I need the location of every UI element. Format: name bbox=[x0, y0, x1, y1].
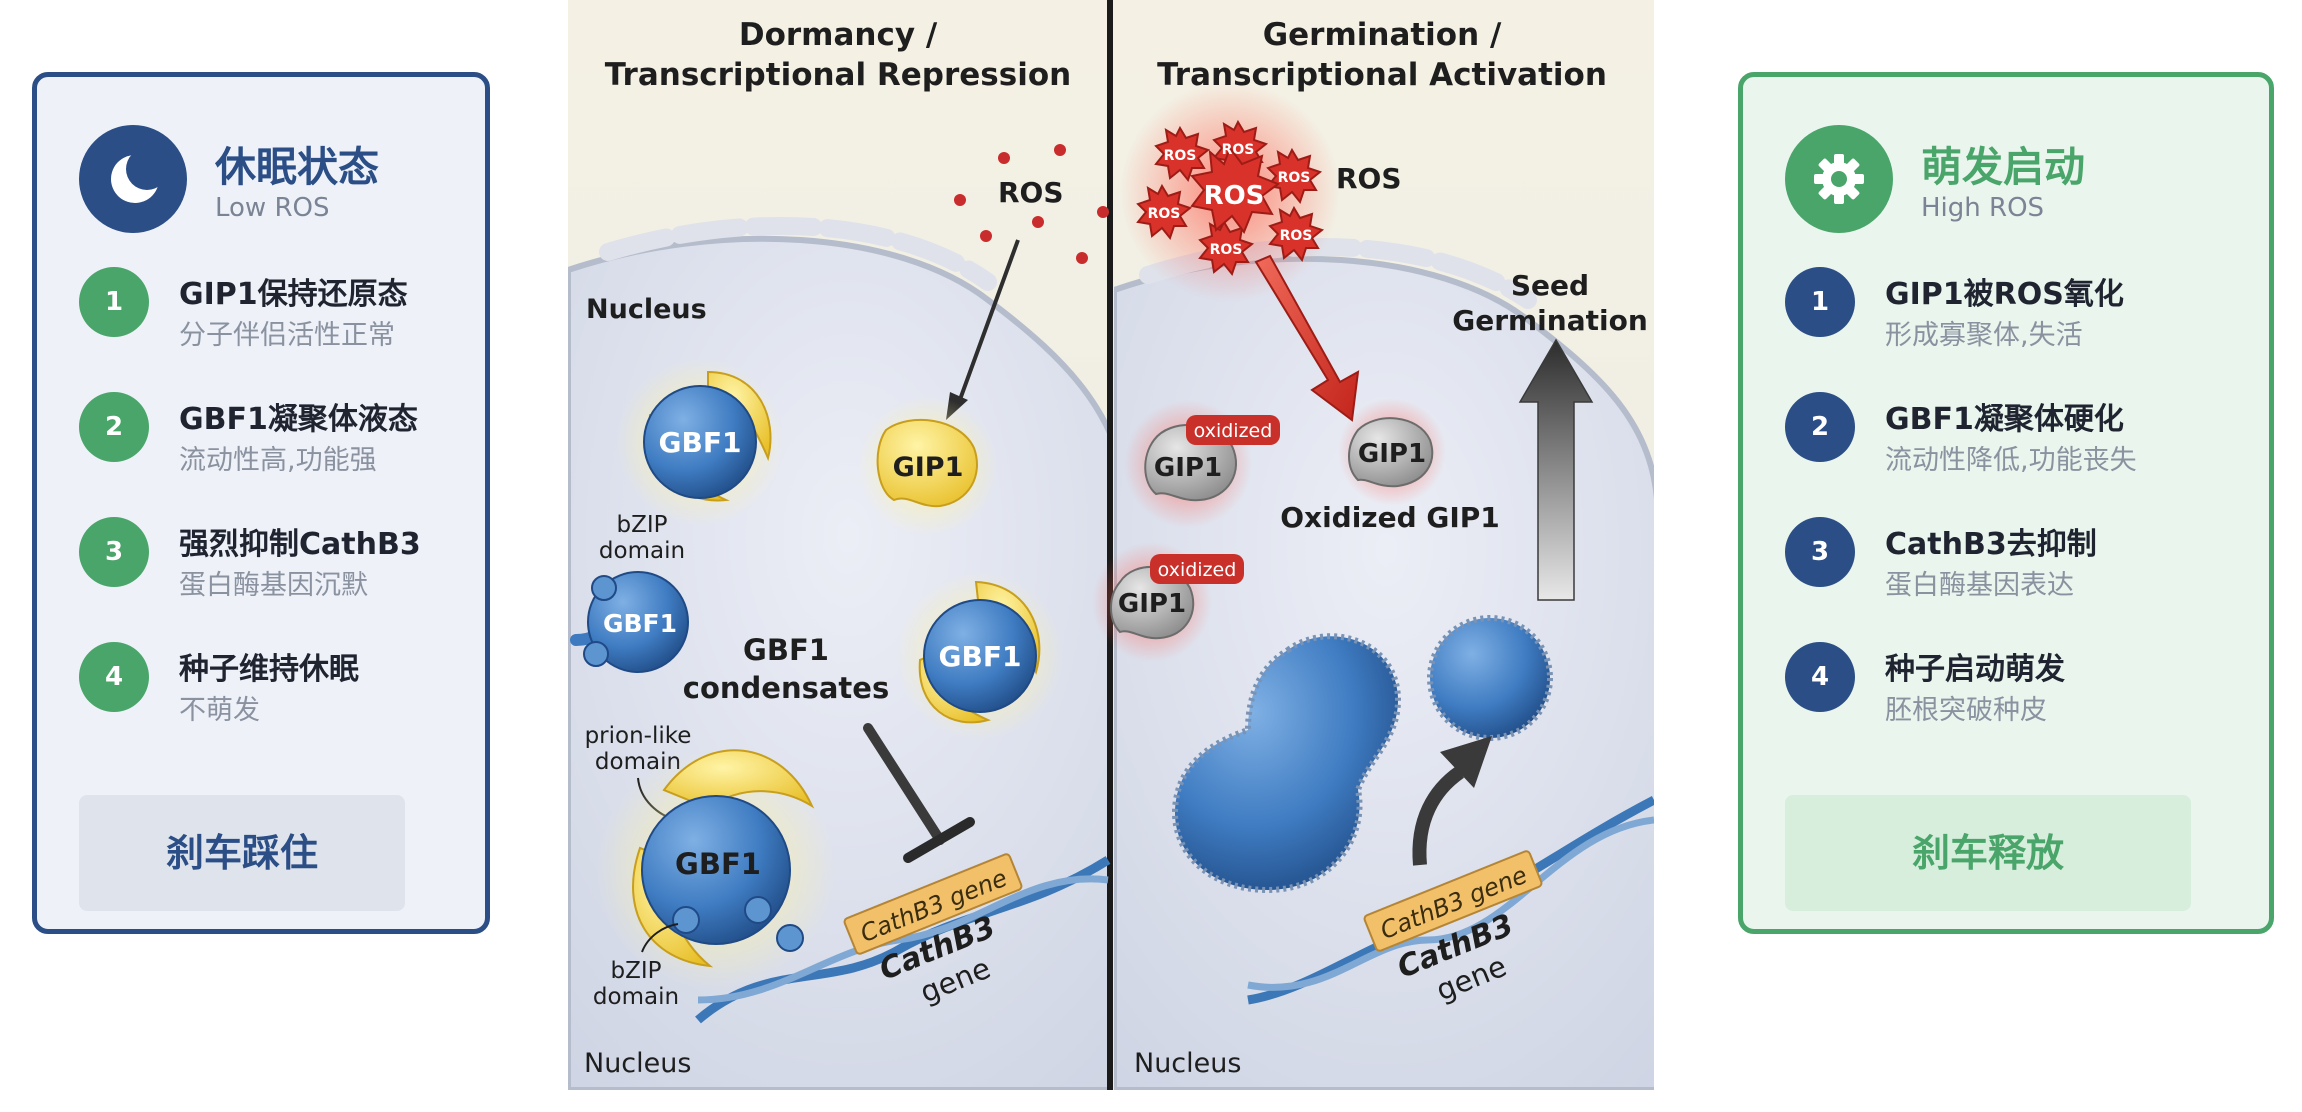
gbf1-protein: GBF1 bbox=[896, 572, 1064, 740]
nucleus-label-top: Nucleus bbox=[586, 294, 707, 325]
condensates-label-line1: GBF1 bbox=[743, 633, 829, 667]
step-description: 流动性高,功能强 bbox=[179, 445, 377, 476]
brake-release-button[interactable]: 刹车释放 bbox=[1785, 795, 2191, 911]
gip1-protein: GIP1 bbox=[1338, 398, 1446, 506]
step-number: 1 bbox=[79, 267, 149, 337]
step-description: 蛋白酶基因沉默 bbox=[179, 570, 368, 601]
ros-arrow-left bbox=[956, 239, 1020, 406]
germination-step-2: 2 GBF1凝聚体硬化 流动性降低,功能丧失 bbox=[1785, 392, 2255, 482]
dna-helix-left bbox=[695, 856, 1111, 1024]
step-title: CathB3去抑制 bbox=[1885, 527, 2097, 562]
step-number: 3 bbox=[1785, 517, 1855, 587]
oxidation-arrow bbox=[1254, 254, 1360, 422]
step-number: 2 bbox=[79, 392, 149, 462]
dormancy-subtitle: Low ROS bbox=[215, 193, 330, 223]
svg-text:ROS: ROS bbox=[1280, 228, 1313, 244]
svg-text:oxidized: oxidized bbox=[1194, 420, 1273, 442]
step-description: 流动性降低,功能丧失 bbox=[1885, 445, 2137, 476]
svg-text:ROS: ROS bbox=[1148, 206, 1181, 222]
gear-icon bbox=[1785, 125, 1893, 233]
step-title: 强烈抑制CathB3 bbox=[179, 527, 421, 562]
cathb3-gene-right: CathB3 gene CathB3 gene bbox=[1363, 850, 1543, 1007]
oxidized-gip1-label: Oxidized GIP1 bbox=[1280, 501, 1500, 534]
germination-card: 萌发启动 High ROS 1 GIP1被ROS氧化 形成寡聚体,失活 2 GB… bbox=[1738, 72, 2274, 934]
nucleus-label-right-bottom: Nucleus bbox=[1134, 1048, 1241, 1079]
right-panel-title-line1: Germination / bbox=[1263, 17, 1502, 53]
mechanism-illustration: Dormancy / Transcriptional Repression RO… bbox=[568, 0, 1654, 1090]
ros-label-left: ROS bbox=[998, 176, 1064, 209]
brake-on-button[interactable]: 刹车踩住 bbox=[79, 795, 405, 911]
oxidized-gip1-protein: GIP1 oxidized bbox=[1092, 542, 1244, 662]
hardened-condensate-large bbox=[1171, 633, 1402, 894]
seed-germination-label-line2: Germination bbox=[1452, 304, 1648, 337]
dormancy-step-1: 1 GIP1保持还原态 分子伴侣活性正常 bbox=[79, 267, 549, 357]
gbf1-protein: GBF1 bbox=[616, 358, 784, 526]
bzip-label-top-line1: bZIP bbox=[616, 512, 667, 538]
condensates-label-line2: condensates bbox=[683, 671, 889, 705]
bzip-label-top-line2: domain bbox=[599, 538, 685, 564]
step-description: 分子伴侣活性正常 bbox=[179, 320, 395, 351]
svg-text:GIP1: GIP1 bbox=[1154, 453, 1222, 483]
moon-icon bbox=[79, 125, 187, 233]
bzip-label-bottom-line1: bZIP bbox=[610, 958, 661, 984]
germination-arrow bbox=[1518, 338, 1594, 601]
svg-text:GBF1: GBF1 bbox=[675, 847, 761, 881]
svg-text:ROS: ROS bbox=[1210, 242, 1243, 258]
step-description: 不萌发 bbox=[179, 695, 260, 726]
germination-step-4: 4 种子启动萌发 胚根突破种皮 bbox=[1785, 642, 2255, 732]
germination-step-3: 3 CathB3去抑制 蛋白酶基因表达 bbox=[1785, 517, 2255, 607]
dormancy-step-3: 3 强烈抑制CathB3 蛋白酶基因沉默 bbox=[79, 517, 549, 607]
nucleus-label-left-bottom: Nucleus bbox=[584, 1048, 691, 1079]
ros-label-right: ROS bbox=[1336, 162, 1402, 195]
hardened-condensate-small bbox=[1427, 615, 1553, 741]
step-title: GIP1被ROS氧化 bbox=[1885, 277, 2124, 312]
step-title: 种子维持休眠 bbox=[179, 652, 359, 687]
prion-label-line1: prion-like bbox=[585, 723, 692, 749]
step-number: 3 bbox=[79, 517, 149, 587]
step-number: 4 bbox=[79, 642, 149, 712]
oxidized-gip1-protein: GIP1 oxidized bbox=[1124, 400, 1280, 528]
gbf1-protein: GBF1 bbox=[596, 749, 836, 990]
dormancy-step-2: 2 GBF1凝聚体液态 流动性高,功能强 bbox=[79, 392, 549, 482]
step-title: GBF1凝聚体硬化 bbox=[1885, 402, 2124, 437]
left-panel-title-line2: Transcriptional Repression bbox=[605, 57, 1071, 93]
step-number: 2 bbox=[1785, 392, 1855, 462]
step-number: 4 bbox=[1785, 642, 1855, 712]
svg-text:GBF1: GBF1 bbox=[939, 640, 1022, 673]
svg-text:GIP1: GIP1 bbox=[893, 452, 964, 483]
step-title: 种子启动萌发 bbox=[1885, 652, 2065, 687]
step-title: GIP1保持还原态 bbox=[179, 277, 408, 312]
step-description: 胚根突破种皮 bbox=[1885, 695, 2047, 726]
dormancy-title: 休眠状态 bbox=[215, 143, 379, 191]
svg-text:ROS: ROS bbox=[1278, 170, 1311, 186]
ros-dots bbox=[954, 144, 1109, 264]
germination-step-1: 1 GIP1被ROS氧化 形成寡聚体,失活 bbox=[1785, 267, 2255, 357]
step-description: 形成寡聚体,失活 bbox=[1885, 320, 2083, 351]
step-number: 1 bbox=[1785, 267, 1855, 337]
svg-text:ROS: ROS bbox=[1204, 181, 1265, 211]
left-panel-title-line1: Dormancy / bbox=[739, 17, 938, 53]
seed-germination-label-line1: Seed bbox=[1511, 269, 1589, 302]
activation-arrow bbox=[1412, 736, 1492, 866]
svg-text:ROS: ROS bbox=[1222, 142, 1255, 158]
svg-text:oxidized: oxidized bbox=[1158, 559, 1237, 581]
ros-burst: ROS ROS ROS ROS ROS ROS ROS bbox=[1120, 82, 1340, 302]
svg-text:GBF1: GBF1 bbox=[659, 426, 742, 459]
germination-title: 萌发启动 bbox=[1921, 143, 2085, 191]
dormancy-card: 休眠状态 Low ROS 1 GIP1保持还原态 分子伴侣活性正常 2 GBF1… bbox=[32, 72, 490, 934]
bzip-label-bottom-line2: domain bbox=[593, 984, 679, 1010]
gip1-protein: GIP1 bbox=[858, 396, 998, 536]
step-title: GBF1凝聚体液态 bbox=[179, 402, 418, 437]
germination-subtitle: High ROS bbox=[1921, 193, 2045, 223]
dormancy-step-4: 4 种子维持休眠 不萌发 bbox=[79, 642, 549, 732]
gbf1-protein: GBF1 bbox=[570, 571, 689, 673]
step-description: 蛋白酶基因表达 bbox=[1885, 570, 2074, 601]
svg-text:GIP1: GIP1 bbox=[1118, 589, 1186, 619]
svg-text:GBF1: GBF1 bbox=[603, 609, 677, 638]
repression-inhibitor-arrow bbox=[863, 723, 975, 863]
svg-text:ROS: ROS bbox=[1164, 148, 1197, 164]
svg-text:GIP1: GIP1 bbox=[1358, 439, 1426, 469]
